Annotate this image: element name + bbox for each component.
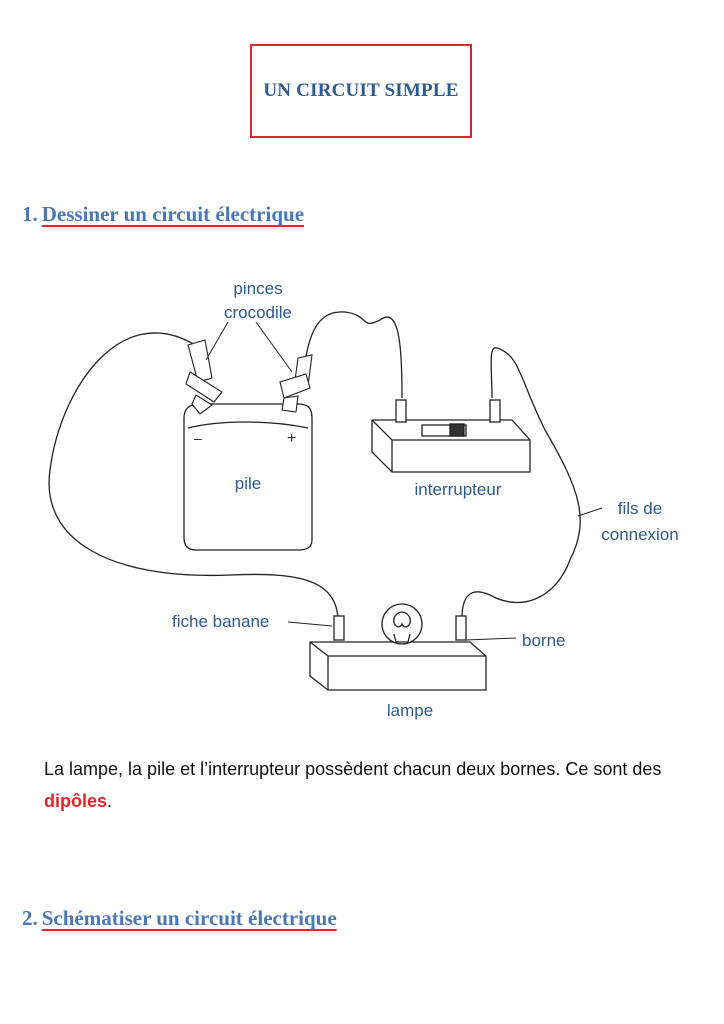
lampe-base (309, 603, 487, 691)
section-1-heading: 1.Dessiner un circuit électrique (22, 202, 304, 227)
page-title: UN CIRCUIT SIMPLE (263, 80, 459, 101)
label-connexion: connexion (601, 525, 679, 544)
wire-pile-minus-to-lamp (48, 332, 339, 619)
paragraph-text: La lampe, la pile et l’interrupteur poss… (44, 759, 662, 779)
leader-lines (205, 321, 603, 641)
label-interrupteur: interrupteur (415, 480, 502, 499)
wire-switch-to-lamp (461, 347, 581, 619)
circuit-diagram: pinces crocodile – + pile interrupteur f… (48, 279, 679, 720)
section-2-heading: 2.Schématiser un circuit électrique (22, 906, 337, 931)
label-pinces: pinces (233, 279, 282, 298)
crocodile-clip-left (185, 339, 223, 415)
label-lampe: lampe (387, 701, 433, 720)
label-fiche-banane: fiche banane (172, 612, 269, 631)
dipoles-paragraph: La lampe, la pile et l’interrupteur poss… (44, 753, 684, 817)
label-crocodile: crocodile (224, 303, 292, 322)
pile-battery (183, 403, 313, 551)
interrupteur-switch (371, 399, 531, 473)
crocodile-clip-right (279, 354, 313, 413)
label-pile: pile (235, 474, 261, 493)
title-box: UN CIRCUIT SIMPLE (250, 44, 472, 138)
section-1-number: 1. (22, 202, 38, 226)
paragraph-end: . (107, 791, 113, 811)
label-minus: – (194, 430, 202, 446)
dipoles-highlight: dipôles (44, 791, 108, 811)
section-2-number: 2. (22, 906, 38, 930)
label-borne: borne (522, 631, 565, 650)
section-1-title: Dessiner un circuit électrique (41, 202, 305, 226)
label-fils-de: fils de (618, 499, 662, 518)
label-plus: + (287, 430, 296, 447)
section-2-title: Schématiser un circuit électrique (41, 906, 337, 930)
wire-pile-plus-to-switch (304, 311, 403, 399)
